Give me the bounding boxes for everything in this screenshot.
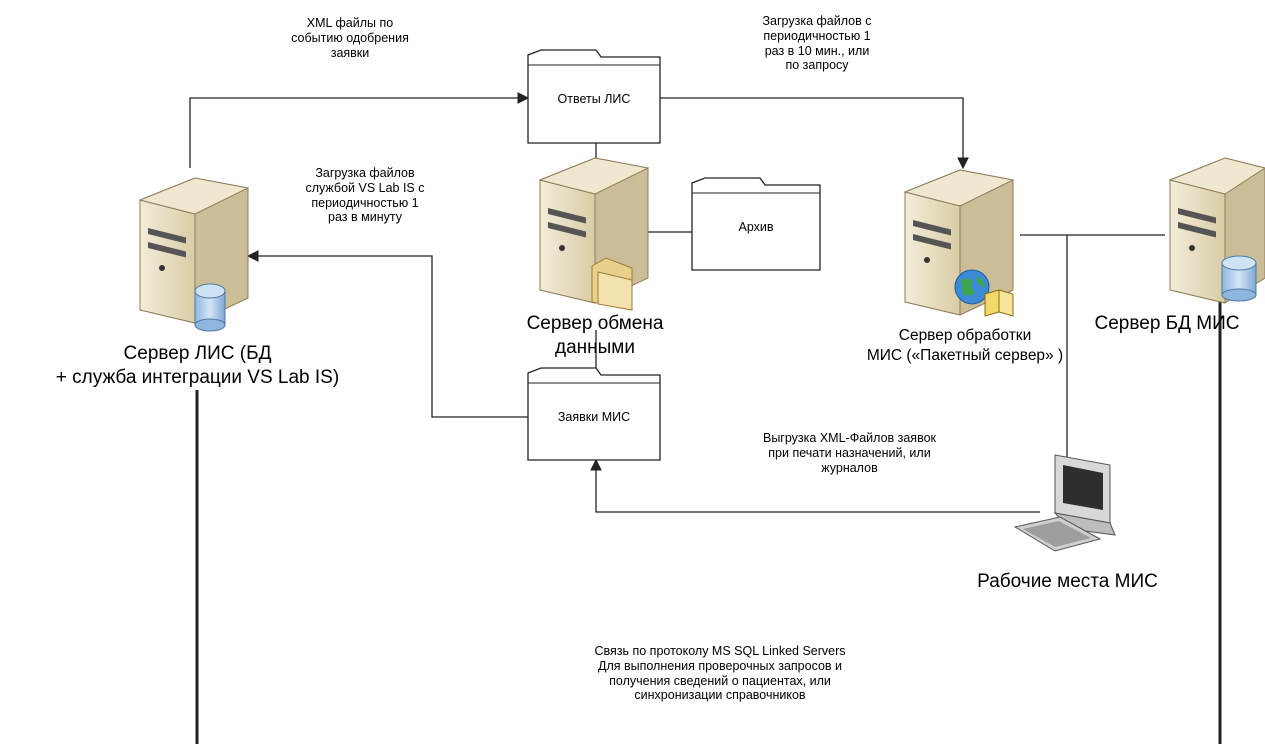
globe-icon <box>954 269 990 305</box>
book-icon <box>984 289 1014 317</box>
node-label-lis-server: Сервер ЛИС (БД + служба интеграции VS La… <box>55 343 340 389</box>
db-cylinder-icon <box>1221 255 1257 302</box>
node-label-workstations: Рабочие места МИС <box>977 571 1158 592</box>
workstation-icon <box>1013 454 1116 552</box>
folder-label-mis-orders: Заявки МИС <box>557 410 631 424</box>
folder-archive <box>691 177 821 271</box>
line-lis-to-answers <box>189 92 530 168</box>
label-export-xml-orders: Выгрузка XML-Файлов заявок при печати на… <box>762 431 937 475</box>
server-icon <box>138 177 250 324</box>
folder-lis-answers <box>527 49 661 144</box>
label-xml-on-approval: XML файлы по событию одобрения заявки <box>291 16 409 60</box>
label-download-1min: Загрузка файлов службой VS Lab IS с пери… <box>305 166 425 225</box>
label-download-10min: Загрузка файлов с периодичностью 1 раз в… <box>762 14 872 73</box>
db-cylinder-icon <box>194 283 226 332</box>
folder-mis-orders <box>527 367 661 461</box>
node-label-exchange-server: Сервер обмена данными <box>526 313 664 359</box>
label-linked-servers: Связь по протоколу MS SQL Linked Servers… <box>594 644 846 703</box>
line-workstations-to-orders <box>590 458 1040 513</box>
line-answers-to-processing <box>660 97 969 170</box>
folder-label-lis-answers: Ответы ЛИС <box>557 92 631 106</box>
line-orders-to-lis <box>246 250 528 418</box>
folder-label-archive: Архив <box>738 220 774 234</box>
node-label-processing-server: Сервер обработки МИС («Пакетный сервер» … <box>866 327 1064 365</box>
folder-icon <box>591 257 633 311</box>
node-label-db-server: Сервер БД МИС <box>1094 313 1240 334</box>
connection-lines <box>189 92 1222 744</box>
